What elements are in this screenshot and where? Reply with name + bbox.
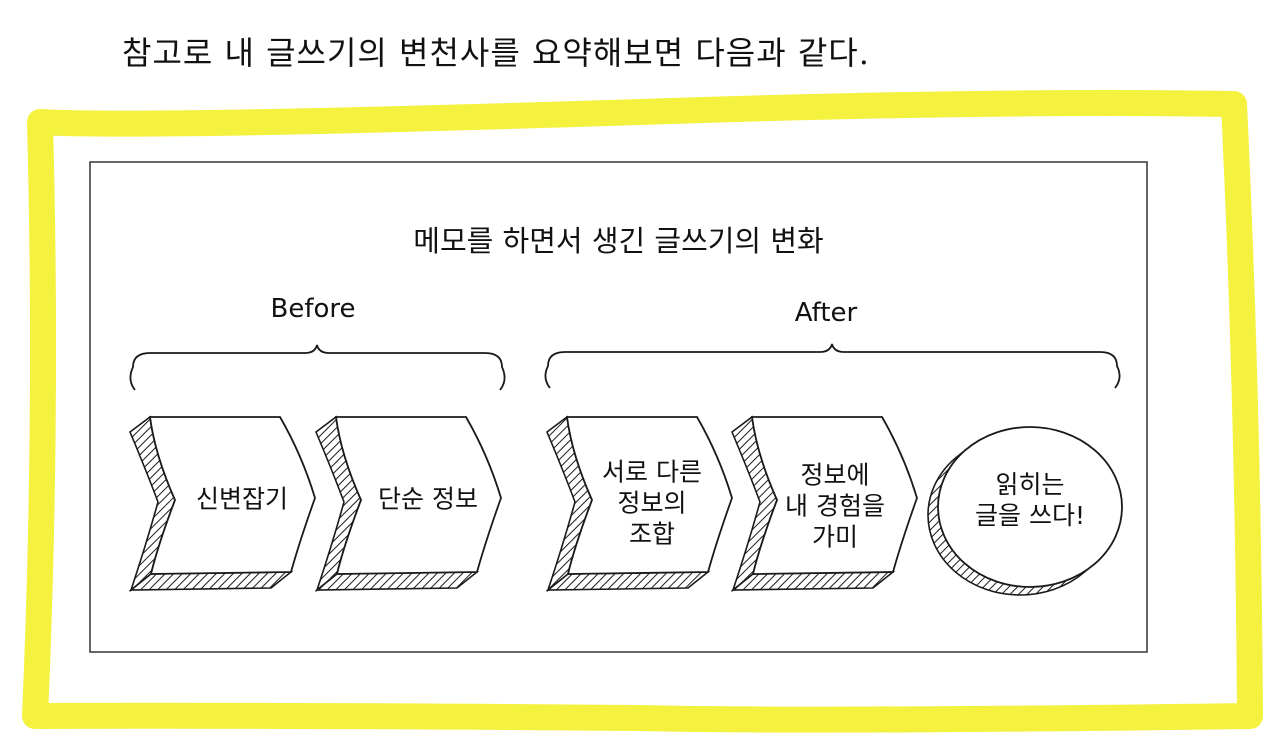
- step-1-chevron: [128, 415, 316, 593]
- after-brace: [544, 343, 1121, 389]
- step-3-label: 서로 다른 정보의 조합: [602, 457, 702, 549]
- highlight-frame: [22, 90, 1263, 733]
- before-label: Before: [270, 294, 356, 324]
- step-4-chevron: [730, 415, 918, 593]
- diagram-title: 메모를 하면서 생긴 글쓰기의 변화: [413, 224, 824, 258]
- step-3-chevron: [545, 415, 733, 593]
- after-label: After: [794, 298, 858, 328]
- step-5-circle: [927, 426, 1123, 596]
- step-2-label: 단순 정보: [378, 484, 478, 514]
- step-1-label: 신변잡기: [195, 484, 289, 514]
- before-brace: [129, 344, 506, 391]
- step-2-chevron: [314, 415, 502, 593]
- step-5-label: 읽히는 글을 쓰다!: [975, 470, 1085, 530]
- intro-text: 참고로 내 글쓰기의 변천사를 요약해보면 다음과 같다.: [122, 34, 870, 72]
- step-4-label: 정보에 내 경험을 가미: [785, 460, 885, 552]
